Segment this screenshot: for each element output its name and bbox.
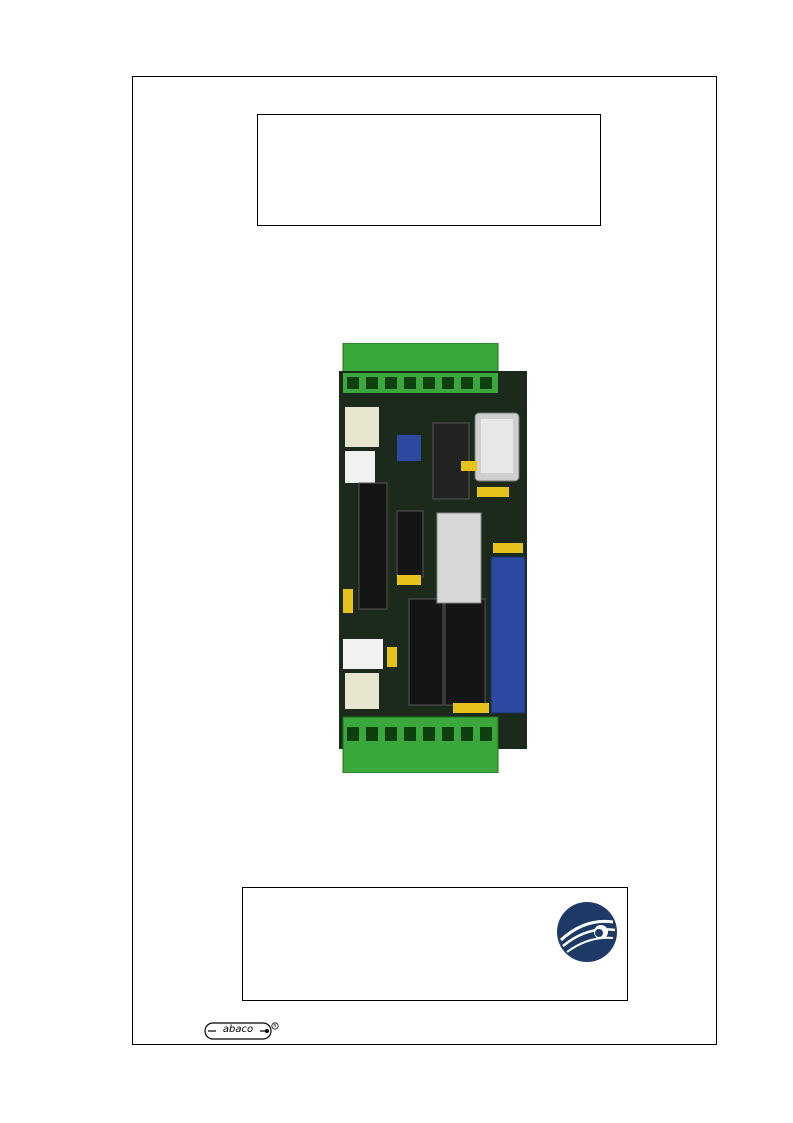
page-frame [132,76,717,1045]
footer-box [242,887,628,1001]
title-box [257,114,601,226]
abaco-logo-text: abaco [222,1024,254,1035]
grifo-seal-icon [557,902,617,962]
product-photo-board [339,343,527,773]
abaco-logo-icon: R [204,1022,279,1040]
svg-text:R: R [273,1024,276,1030]
